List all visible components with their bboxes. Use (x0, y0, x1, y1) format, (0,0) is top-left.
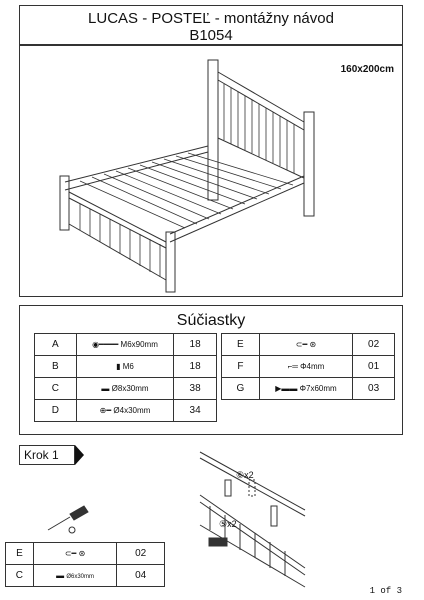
part-image: ⌐═ Φ4mm (258, 355, 354, 378)
part-image: ▬ Ø8x30mm (75, 377, 175, 400)
screw-icon: ⊕━ (99, 406, 114, 415)
table-row: A ◉━━━━ M6x90mm 18 (34, 333, 217, 356)
table-row: F ⌐═ Φ4mm 01 (221, 355, 395, 378)
part-image: ◉━━━━ M6x90mm (75, 333, 175, 356)
barrel-nut-icon: ▮ (116, 362, 123, 371)
step-parts-table: E ⊂━ ⊛ 02 C ▬ Ø6x30mm 04 (5, 542, 165, 587)
part-qty: 02 (352, 333, 395, 356)
part-qty: 18 (173, 333, 217, 356)
table-row: C ▬ Ø6x30mm 04 (5, 564, 165, 587)
part-image: ▶▬▬ Φ7x60mm (258, 377, 354, 400)
part-qty: 38 (173, 377, 217, 400)
part-letter: E (221, 333, 260, 356)
part-image: ⊂━ ⊛ (258, 333, 354, 356)
bed-illustration-frame: 160x200cm (19, 45, 403, 297)
table-row: B ▮ M6 18 (34, 355, 217, 378)
cam-lock-icon: ⊂━ ⊛ (64, 549, 86, 558)
part-qty: 18 (173, 355, 217, 378)
lag-screw-icon: ▶▬▬ (275, 384, 300, 393)
parts-title: Súčiastky (176, 312, 246, 329)
table-row: D ⊕━ Ø4x30mm 34 (34, 399, 217, 422)
part-qty: 02 (116, 542, 165, 565)
part-letter: E (5, 542, 34, 565)
part-letter: B (34, 355, 77, 378)
table-row: C ▬ Ø8x30mm 38 (34, 377, 217, 400)
step1-assembly-illustration (199, 451, 306, 588)
part-letter: D (34, 399, 77, 422)
step-label-text: Krok 1 (24, 448, 59, 462)
part-letter: A (34, 333, 77, 356)
screwdriver-icon (47, 505, 89, 534)
table-row: E ⊂━ ⊛ 02 (5, 542, 165, 565)
parts-list: Súčiastky A ◉━━━━ M6x90mm 18 B ▮ M6 18 C… (19, 305, 403, 435)
table-row: E ⊂━ ⊛ 02 (221, 333, 395, 356)
parts-table-left: A ◉━━━━ M6x90mm 18 B ▮ M6 18 C ▬ Ø8x30mm… (34, 333, 217, 422)
part-image: ▮ M6 (75, 355, 175, 378)
allen-key-icon: ⌐═ (287, 362, 301, 371)
product-code: B1054 (189, 27, 233, 44)
title-block: LUCAS - POSTEĽ - montážny návod B1054 (19, 5, 403, 45)
dowel-icon: ▬ (101, 384, 112, 393)
part-qty: 04 (116, 564, 165, 587)
table-row: G ▶▬▬ Φ7x60mm 03 (221, 377, 395, 400)
arrow-right-icon (75, 445, 84, 465)
part-letter: G (221, 377, 260, 400)
bolt-icon: ◉━━━━ (92, 340, 121, 349)
bed-size-label: 160x200cm (340, 64, 394, 75)
parts-table-right: E ⊂━ ⊛ 02 F ⌐═ Φ4mm 01 G ▶▬▬ Φ7x60mm 03 (221, 333, 395, 400)
dowel-icon: ▬ (56, 571, 67, 580)
callout-bottom: ⑤x2 (219, 519, 237, 529)
callout-top: ⑥x2 (236, 470, 254, 480)
part-image: ⊂━ ⊛ (32, 542, 118, 565)
document-title: LUCAS - POSTEĽ - montážny návod (88, 10, 334, 27)
part-letter: C (34, 377, 77, 400)
cam-lock-icon: ⊂━ ⊛ (295, 340, 317, 349)
part-letter: F (221, 355, 260, 378)
part-qty: 03 (352, 377, 395, 400)
part-image: ▬ Ø6x30mm (32, 564, 118, 587)
part-image: ⊕━ Ø4x30mm (75, 399, 175, 422)
step-label: Krok 1 (19, 445, 75, 465)
part-letter: C (5, 564, 34, 587)
part-qty: 34 (173, 399, 217, 422)
page-number: 1 of 3 (369, 586, 402, 596)
part-qty: 01 (352, 355, 395, 378)
bed-illustration (59, 59, 315, 293)
